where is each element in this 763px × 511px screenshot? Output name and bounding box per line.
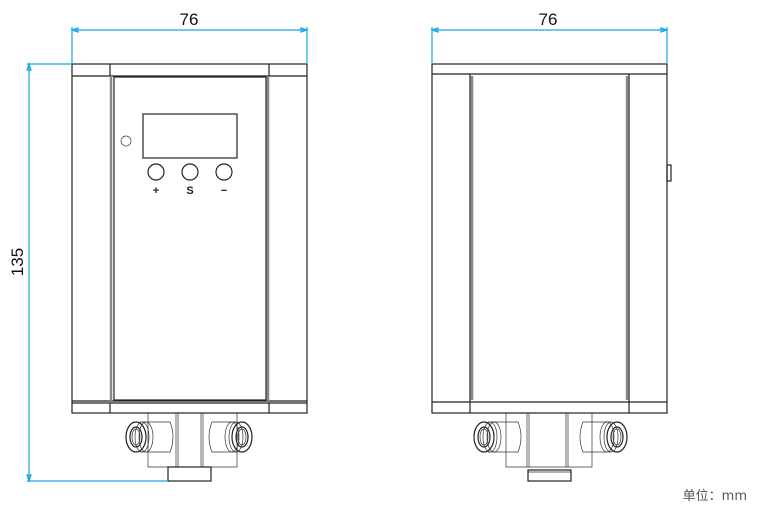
front-body-outline [71,63,308,414]
unit-note: 单位：mm [683,489,747,504]
minus-button [215,163,233,181]
set-label: S [186,185,193,197]
front-fittings [125,413,253,482]
set-button [181,163,199,181]
front-dimensions [26,27,309,483]
front-panel [113,76,267,401]
plus-button [147,163,165,181]
led-indicator [120,135,132,147]
front-view: + S − [8,10,309,483]
plus-label: + [153,185,159,197]
side-dimensions [430,27,669,64]
front-width-dimension: 76 [180,10,199,29]
height-dimension: 135 [8,248,27,276]
side-width-dimension: 76 [539,10,558,29]
side-view: 76 [430,10,672,482]
minus-label: − [221,185,227,197]
display-window [142,113,238,159]
side-fittings [473,413,628,482]
side-tab [666,164,672,182]
side-body-outline [431,63,668,414]
